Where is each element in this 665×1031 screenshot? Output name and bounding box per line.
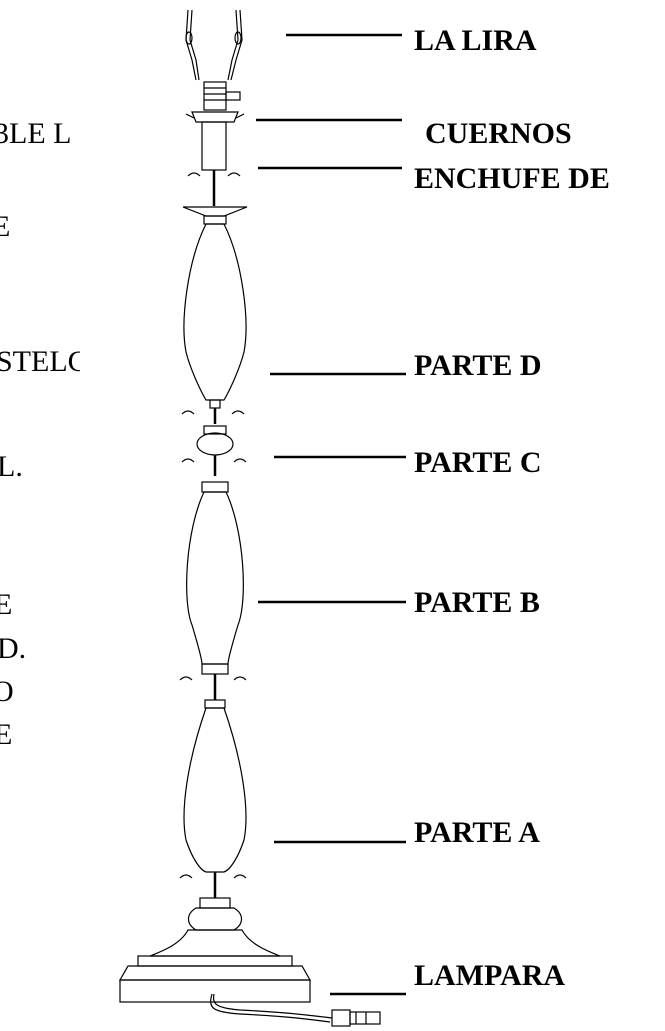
part-b-icon [179, 481, 247, 700]
label-parte-d: PARTE D [414, 349, 542, 382]
label-parte-c: PARTE C [414, 446, 542, 479]
left-fragment-5: E [0, 588, 13, 621]
left-fragment-6: D. [0, 632, 27, 665]
label-lampara: LAMPARA [414, 959, 566, 992]
left-fragment-8: E [0, 718, 13, 751]
part-a-icon [179, 699, 247, 898]
label-enchufe: ENCHUFE DE [414, 162, 610, 195]
left-fragment-1: 3LE L [0, 117, 72, 150]
lamp-base-icon [118, 897, 381, 1027]
label-la-lira: LA LIRA [414, 24, 537, 57]
label-parte-b: PARTE B [414, 586, 540, 619]
left-fragment-4: L. [0, 450, 23, 483]
part-c-icon [181, 425, 247, 476]
part-d-icon [181, 206, 248, 424]
left-fragment-3: STELC [0, 345, 80, 378]
left-fragment-7: O [0, 675, 14, 708]
left-fragment-2: E [0, 210, 11, 243]
harp-icon [185, 9, 243, 81]
label-cuernos: CUERNOS [425, 117, 572, 150]
label-parte-a: PARTE A [414, 816, 540, 849]
socket-icon [185, 81, 245, 206]
